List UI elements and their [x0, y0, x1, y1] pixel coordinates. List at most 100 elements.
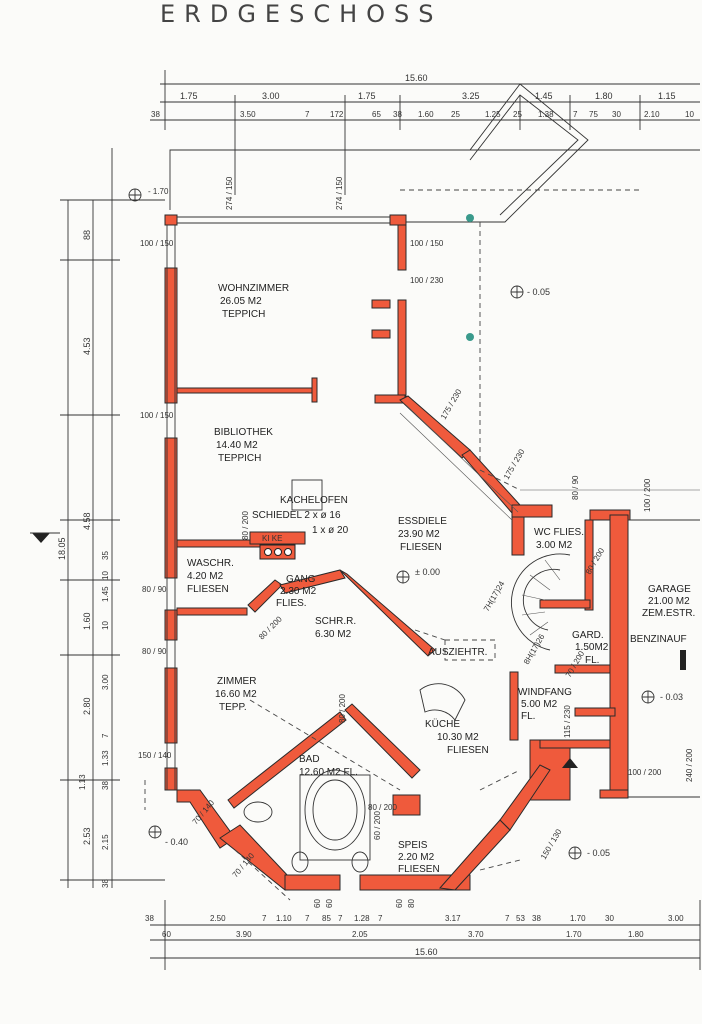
dim-left-overall: 18.05	[57, 537, 67, 560]
opening-21: 115 / 230	[563, 705, 572, 738]
dim-top-7: 1.15	[658, 91, 676, 101]
room-area: 1.50M2	[575, 642, 609, 653]
dim-bot-16: 3.00	[668, 914, 684, 923]
room-schrr: SCHR.R. 6.30 M2	[315, 616, 356, 640]
room-area: 23.90 M2	[398, 529, 440, 540]
chimney-outline	[291, 479, 323, 511]
room-bad: BAD 12.60 M2 FL.	[299, 754, 358, 778]
dim-top2-10: 25	[513, 110, 522, 119]
room-name: WC FLIES.	[534, 527, 584, 538]
opening-15: 240 / 200	[685, 748, 694, 782]
dim-top2-8: 25	[451, 110, 460, 119]
dim-left-3: 4.58	[82, 512, 92, 530]
opening-14: 80 / 200	[368, 803, 397, 812]
dim-bot-v4: 80	[407, 899, 416, 908]
room-name: WOHNZIMMER	[218, 283, 289, 294]
room-floor: TEPPICH	[218, 453, 261, 464]
label-kike: KI KE	[262, 534, 282, 543]
room-area: 10.30 M2	[437, 732, 479, 743]
fuel-tank-icon	[680, 650, 686, 670]
room-wc: WC FLIES. 3.00 M2	[534, 527, 584, 551]
level-markers: - 0.05 ± 0.00 - 0.03 - 0.05 - 0.40 - 1.7…	[128, 187, 683, 860]
room-area: 2.30 M2	[280, 586, 317, 597]
room-area: 3.00 M2	[536, 540, 573, 551]
dim-top-5: 1.45	[535, 91, 553, 101]
dim-bot-5: 7	[305, 914, 310, 923]
dim-left-2: 4.53	[82, 337, 92, 355]
dim-bot-v3: 60	[395, 899, 404, 908]
dim-bot-10: 3.17	[445, 914, 461, 923]
terrace-outline	[169, 83, 589, 223]
dim-bot-14: 1.70	[570, 914, 586, 923]
opening-5: 80 / 90	[142, 585, 167, 594]
dim-bot-v1: 60	[313, 899, 322, 908]
level-main: ± 0.00	[415, 567, 440, 577]
room-floor: ZEM.ESTR.	[642, 608, 695, 619]
dim-left-6: 2.53	[82, 827, 92, 845]
room-essdiele: ESSDIELE 23.90 M2 FLIESEN	[398, 516, 447, 553]
dim-left-i3: 1.45	[101, 586, 110, 602]
dim-left-1: 88	[82, 230, 92, 240]
dim-bot-12: 53	[516, 914, 525, 923]
dim-bot-3: 7	[262, 914, 267, 923]
dim-left-i10: 2.15	[101, 834, 110, 850]
dim-left-i1: 35	[101, 551, 110, 560]
room-zimmer: ZIMMER 16.60 M2 TEPP.	[215, 676, 257, 713]
label-auszieht: AUSZIEHTR.	[428, 647, 487, 658]
room-floor: FLIES.	[276, 598, 307, 609]
dim-top-3: 1.75	[358, 91, 376, 101]
room-kueche: KÜCHE 10.30 M2 FLIESEN	[425, 718, 489, 756]
dim-left-i7: 1.33	[101, 750, 110, 766]
dim-top2-6: 38	[393, 110, 402, 119]
dim-top-6: 1.80	[595, 91, 613, 101]
plan-title: ERDGESCHOSS	[160, 0, 443, 28]
dim-top2-4: 172	[330, 110, 344, 119]
marker-dot-1	[466, 214, 474, 222]
dim-top2-15: 2.10	[644, 110, 660, 119]
room-name: SCHR.R.	[315, 616, 356, 627]
dim-left-i9: 38	[101, 781, 110, 790]
room-name: SPEIS	[398, 840, 428, 851]
opening-23: 60 / 200	[373, 811, 382, 840]
dim-bot-9: 7	[378, 914, 383, 923]
spiral-staircase	[511, 553, 571, 651]
room-floor: FLIESEN	[400, 542, 442, 553]
room-name: WASCHR.	[187, 558, 234, 569]
opening-19: 80 / 200	[257, 614, 284, 641]
room-area: 14.40 M2	[216, 440, 258, 451]
kitchen-table-icon	[419, 683, 466, 721]
room-name: ZIMMER	[217, 676, 256, 687]
dim-bot-11: 7	[505, 914, 510, 923]
left-dimensions: 18.05 88 4.53 4.58 1.60 2.80 2.53 35 10 …	[30, 148, 165, 888]
dim-bot2-1: 60	[162, 930, 171, 939]
dim-bot2-2: 3.90	[236, 930, 252, 939]
room-floor: FL.	[585, 655, 599, 666]
dim-left-i2: 10	[101, 571, 110, 580]
room-area: 4.20 M2	[187, 571, 224, 582]
room-garage: GARAGE 21.00 M2 ZEM.ESTR. BENZINAUF	[630, 584, 695, 645]
dim-bot-7: 7	[338, 914, 343, 923]
sink-icon	[243, 801, 273, 823]
dim-top-4: 3.25	[462, 91, 480, 101]
room-name: KÜCHE	[425, 718, 460, 730]
top-dimensions: 15.60 1.75 3.00 1.75 3.25 1.45 1.80 1.15…	[150, 70, 700, 195]
opening-1: 100 / 150	[140, 239, 174, 248]
room-gard: GARD. 1.50M2 FL.	[572, 630, 609, 666]
dim-bot-1: 38	[145, 914, 154, 923]
opening-8: 274 / 150	[225, 176, 234, 210]
opening-11: 175 / 230	[502, 447, 527, 481]
room-area: 6.30 M2	[315, 629, 352, 640]
opening-20: 70 / 200	[564, 649, 587, 679]
opening-6: 80 / 90	[142, 647, 167, 656]
dim-bot-6: 85	[322, 914, 331, 923]
dim-top-1: 1.75	[180, 91, 198, 101]
room-floor: FLIESEN	[187, 584, 229, 595]
room-name: ESSDIELE	[398, 516, 447, 527]
entrance-arrow-icon	[562, 758, 578, 768]
room-name: GARAGE	[648, 584, 691, 595]
level-terrace: - 0.05	[527, 287, 550, 297]
opening-9: 274 / 150	[335, 176, 344, 210]
room-name: GARD.	[572, 630, 604, 641]
dim-bot-overall: 15.60	[415, 947, 438, 957]
